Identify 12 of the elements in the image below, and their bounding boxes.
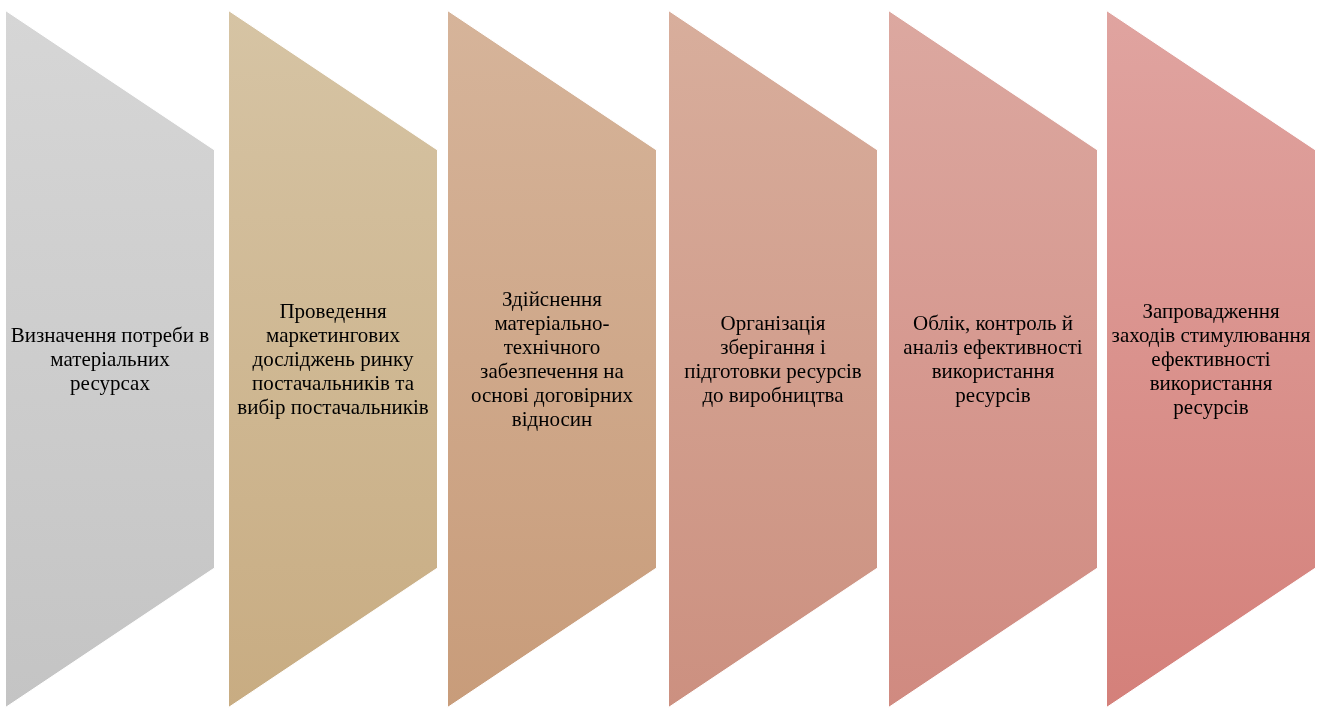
chevron-step [5, 10, 215, 708]
chevron-step [447, 10, 657, 708]
step-label: Організація зберігання і підготовки ресурсів до виробництва [683, 311, 863, 407]
step-label: Проведення маркетингових досліджень ринку постачальників та вибір постачальників [236, 299, 430, 419]
chevron-step [668, 10, 878, 708]
step-label: Облік, контроль й аналіз ефективності використання ресурсів [902, 311, 1084, 407]
chevron-step [228, 10, 438, 708]
step-label: Здійснення матеріально-технічного забезпечення на основі договірних відносин [469, 287, 635, 431]
step-label: Запровадження заходів стимулювання ефективності використання ресурсів [1110, 299, 1312, 419]
step-label: Визначення потреби в матеріальних ресурсах [9, 323, 211, 395]
chevron-step [1106, 10, 1316, 708]
chevron-step [888, 10, 1098, 708]
